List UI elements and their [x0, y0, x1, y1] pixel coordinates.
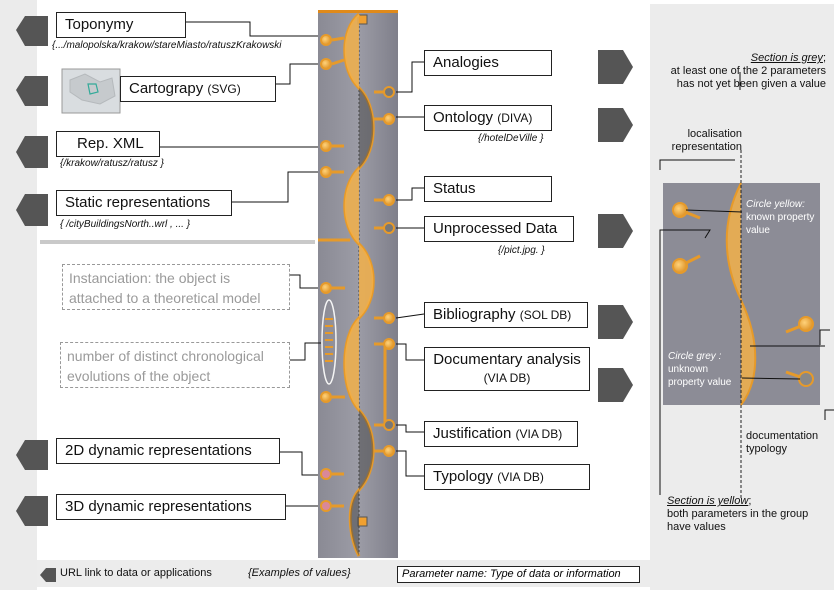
param-justification-label: Justification — [433, 425, 512, 442]
url-arrow-toponymy — [16, 16, 48, 46]
legend-documentation: documentation typology — [746, 430, 819, 455]
circle-status — [383, 194, 395, 206]
param-status[interactable]: Status — [424, 176, 552, 202]
url-arrow-ontology — [598, 108, 633, 142]
param-bibliography-label: Bibliography — [433, 306, 516, 323]
param-typology-type: (VIA DB) — [497, 470, 544, 484]
url-arrow-3d — [16, 496, 48, 526]
param-static-label: Static representations — [65, 194, 211, 211]
legend-yellow-circle: Circle yellow: known property value — [746, 199, 815, 236]
param-justification[interactable]: Justification (VIA DB) — [424, 421, 578, 447]
param-bibliography-type: (SOL DB) — [519, 308, 572, 322]
param-rep-xml[interactable]: Rep. XML — [56, 131, 160, 157]
circle-cartography — [320, 58, 332, 70]
param-toponymy[interactable]: Toponymy — [56, 12, 186, 38]
url-arrow-bibliography — [598, 305, 633, 339]
url-arrow-static — [16, 194, 48, 226]
legend-param-box: Parameter name: Type of data or informat… — [397, 566, 640, 583]
param-analogies[interactable]: Analogies — [424, 50, 552, 76]
circle-chronological — [320, 391, 332, 403]
example-toponymy: {.../malopolska/krakow/stareMiasto/ratus… — [52, 40, 282, 51]
circle-documentary — [383, 338, 395, 350]
url-arrow-unprocessed — [598, 214, 633, 248]
circle-2d-dynamic — [320, 468, 332, 480]
example-rep-xml: {/krakow/ratusz/ratusz } — [60, 158, 164, 169]
circle-3d-dynamic — [320, 500, 332, 512]
section-separator — [40, 240, 315, 244]
example-ontology: {/hotelDeVille } — [478, 133, 544, 144]
circle-ontology — [383, 113, 395, 125]
url-arrow-2d — [16, 440, 48, 470]
param-3d-dynamic[interactable]: 3D dynamic representations — [56, 494, 286, 520]
circle-toponymy — [320, 34, 332, 46]
param-unprocessed-label: Unprocessed Data — [433, 220, 558, 237]
note-chronological: number of distinct chronological evoluti… — [60, 342, 290, 388]
circle-rep-xml — [320, 140, 332, 152]
param-typology[interactable]: Typology (VIA DB) — [424, 464, 590, 490]
param-documentary-type: (VIA DB) — [483, 371, 531, 385]
param-static[interactable]: Static representations — [56, 190, 232, 216]
param-3d-dynamic-label: 3D dynamic representations — [65, 498, 252, 515]
param-bibliography[interactable]: Bibliography (SOL DB) — [424, 302, 588, 328]
circle-justification — [383, 419, 395, 431]
example-static: { /cityBuildingsNorth..wrl , ... } — [60, 219, 191, 230]
url-arrow-rep-xml — [16, 136, 48, 168]
param-typology-label: Typology — [433, 468, 494, 485]
param-documentary-label: Documentary analysis — [433, 351, 581, 368]
legend-url-text: URL link to data or applications — [60, 567, 212, 579]
param-2d-dynamic-label: 2D dynamic representations — [65, 442, 252, 459]
param-toponymy-label: Toponymy — [65, 16, 134, 33]
circle-typology — [383, 445, 395, 457]
legend-examples-text: {Examples of values} — [248, 567, 351, 579]
param-status-label: Status — [433, 180, 476, 197]
legend-grey-circle: Circle grey : unknown property value — [668, 351, 732, 388]
circle-analogies — [383, 86, 395, 98]
right-url-arrows — [598, 50, 633, 402]
param-documentary[interactable]: Documentary analysis (VIA DB) — [424, 347, 590, 391]
param-ontology-label: Ontology — [433, 109, 494, 126]
timeline-column — [318, 10, 398, 558]
param-justification-type: (VIA DB) — [515, 427, 563, 441]
param-analogies-label: Analogies — [433, 54, 499, 71]
param-ontology[interactable]: Ontology (DIVA) — [424, 105, 552, 131]
param-unprocessed[interactable]: Unprocessed Data — [424, 216, 574, 242]
param-cartography[interactable]: Cartograpy (SVG) — [120, 76, 276, 102]
legend-yellow-section: Section is yellow; both parameters in th… — [667, 495, 809, 533]
param-cartography-label: Cartograpy — [129, 80, 204, 97]
param-cartography-type: (SVG) — [207, 82, 241, 96]
param-2d-dynamic[interactable]: 2D dynamic representations — [56, 438, 280, 464]
legend-url-arrow — [40, 568, 56, 582]
left-url-arrows — [16, 16, 56, 582]
circle-unprocessed — [383, 222, 395, 234]
url-arrow-documentary — [598, 368, 633, 402]
url-arrow-cartography — [16, 76, 48, 106]
param-rep-xml-label: Rep. XML — [77, 135, 144, 152]
circle-instanciation — [320, 282, 332, 294]
note-instanciation: Instanciation: the object is attached to… — [62, 264, 290, 310]
legend-grey-section: Section is grey; at least one of the 2 p… — [670, 52, 826, 90]
url-arrow-analogies — [598, 50, 633, 84]
example-unprocessed: {/pict.jpg. } — [498, 245, 545, 256]
circle-bibliography — [383, 312, 395, 324]
circle-static — [320, 166, 332, 178]
param-ontology-type: (DIVA) — [497, 111, 533, 125]
legend-localisation: localisation representation — [671, 128, 742, 153]
